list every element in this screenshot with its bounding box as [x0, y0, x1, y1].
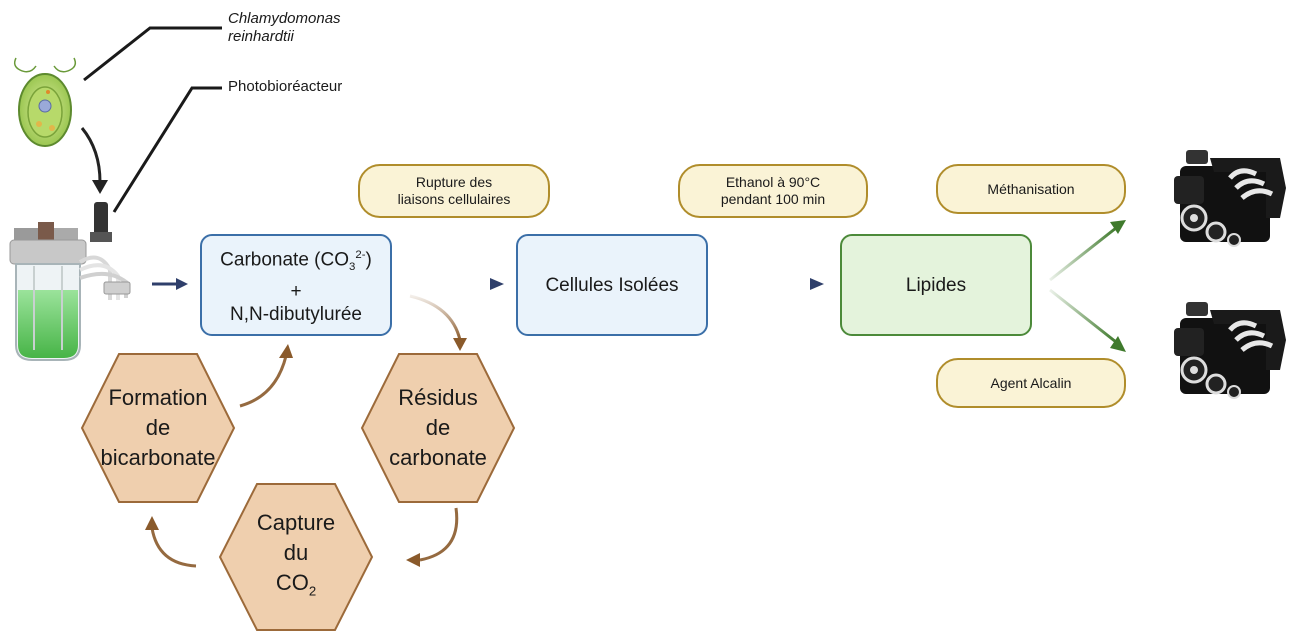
capture-hexagon: Capture du CO2 — [218, 482, 374, 632]
cells-box: Cellules Isolées — [516, 234, 708, 336]
ethanol-line1: Ethanol à 90°C — [725, 174, 821, 190]
arrow-carbonate-to-residues — [409, 294, 462, 341]
alkaline-agent-pill: Agent Alcalin — [936, 358, 1126, 408]
organism-label-line2: reinhardtii — [228, 28, 294, 45]
capture-co-sub: 2 — [308, 583, 317, 599]
lipids-box: Lipides — [840, 234, 1032, 336]
carbonate-formula: Carbonate (CO32-) — [220, 244, 372, 279]
capture-co-prefix: CO — [275, 569, 309, 595]
formation-line3: bicarbonate — [100, 445, 216, 470]
residues-line1: Résidus — [398, 385, 478, 410]
microalgae-cell-icon — [13, 57, 77, 147]
organism-callout-line — [83, 26, 222, 82]
carbonate-box: Carbonate (CO32-) + N,N-dibutylurée — [200, 234, 392, 336]
carbonate-plus: + — [290, 280, 302, 302]
carbonate-prefix: Carbonate (CO — [220, 249, 350, 271]
arrow-lipids-to-alkaline — [1049, 288, 1117, 344]
urea-label: N,N-dibutylurée — [230, 303, 362, 325]
carbonate-suffix: ) — [365, 249, 372, 271]
ethanol-condition-pill: Ethanol à 90°C pendant 100 min — [678, 164, 868, 218]
arrow-lipids-to-methanisation — [1049, 226, 1117, 282]
formation-line2: de — [145, 415, 171, 440]
organism-label-line1: Chlamydomonas — [228, 10, 341, 27]
carbonate-sup: 2- — [355, 249, 366, 262]
capture-line3: CO2 — [257, 568, 335, 606]
capture-line1: Capture — [256, 509, 336, 535]
rupture-condition-pill: Rupture des liaisons cellulaires — [358, 164, 550, 218]
formation-hexagon: Formation de bicarbonate — [80, 352, 236, 504]
arrow-residues-to-capture — [419, 507, 459, 562]
residues-line3: carbonate — [389, 445, 487, 470]
methanisation-pill: Méthanisation — [936, 164, 1126, 214]
organism-label: Chlamydomonas reinhardtii — [228, 10, 341, 46]
residues-line2: de — [425, 415, 451, 440]
engine-block-icon — [1174, 302, 1286, 399]
engine-block-icon — [1174, 150, 1286, 247]
ethanol-line2: pendant 100 min — [720, 191, 826, 207]
reactor-label: Photobioréacteur — [228, 78, 343, 95]
residues-hexagon: Résidus de carbonate — [360, 352, 516, 504]
rupture-line2: liaisons cellulaires — [397, 191, 511, 207]
reactor-callout-line — [112, 86, 222, 213]
formation-line1: Formation — [108, 385, 208, 410]
arrow-capture-to-formation — [150, 527, 197, 568]
photobioreactor-icon — [9, 202, 131, 361]
carbonate-sub: 3 — [349, 261, 356, 274]
rupture-line1: Rupture des — [415, 174, 493, 190]
capture-line2: du — [283, 539, 309, 565]
arrow-formation-to-carbonate — [239, 355, 288, 408]
